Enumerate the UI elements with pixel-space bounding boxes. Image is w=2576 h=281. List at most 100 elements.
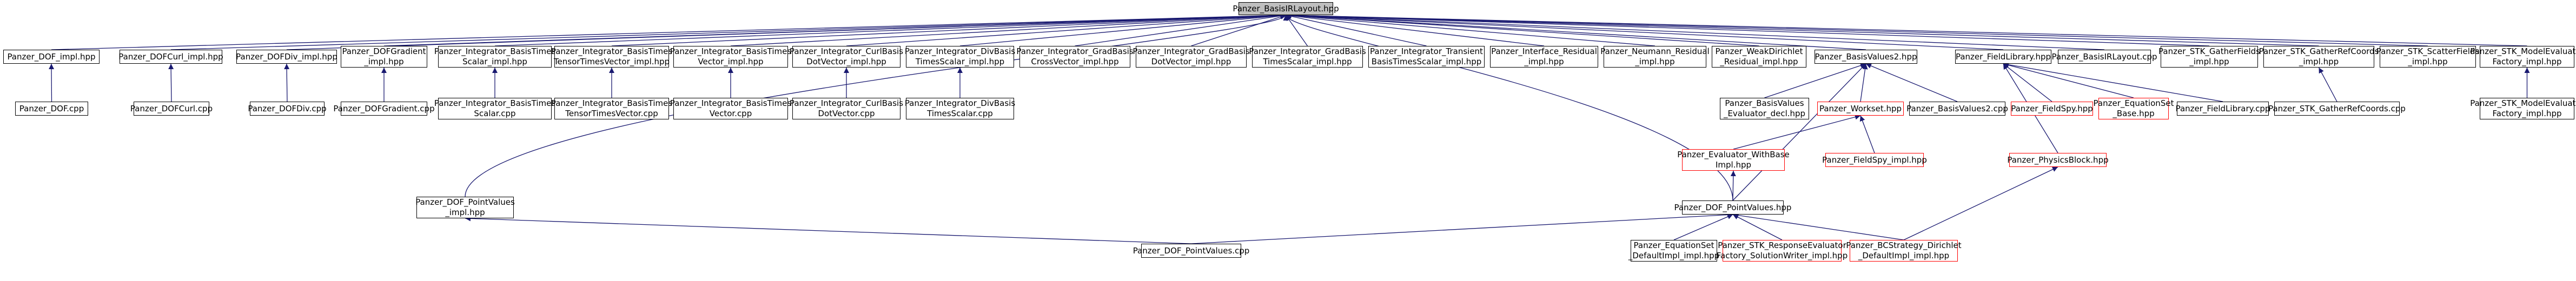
node-dof-impl[interactable]: Panzer_DOF_impl.hpp bbox=[3, 50, 100, 64]
node-label: Panzer_Integrator_Transient bbox=[1370, 46, 1483, 56]
node-bc-dirichlet[interactable]: Panzer_BCStrategy_Dirichlet_DefaultImpl_… bbox=[1846, 240, 1962, 262]
node-root[interactable]: Panzer_BasisIRLayout.hpp bbox=[1233, 2, 1339, 15]
node-fieldlib-cpp[interactable]: Panzer_FieldLibrary.cpp bbox=[2175, 102, 2270, 116]
node-dof-pv-cpp[interactable]: Panzer_DOF_PointValues.cpp bbox=[1133, 244, 1249, 258]
node-fieldspy-hpp[interactable]: Panzer_FieldSpy.hpp bbox=[2011, 102, 2093, 116]
node-label: Panzer_Integrator_GradBasis bbox=[1249, 46, 1366, 56]
node-bv2-cpp[interactable]: Panzer_BasisValues2.cpp bbox=[1906, 102, 2008, 116]
node-label: DotVector_impl.hpp bbox=[1151, 57, 1231, 66]
node-label: Panzer_Integrator_CurlBasis bbox=[789, 98, 904, 108]
node-label: Impl.hpp bbox=[1715, 160, 1752, 170]
node-stk-gather-impl[interactable]: Panzer_STK_GatherFields_impl.hpp bbox=[2158, 46, 2260, 68]
node-label: Panzer_DOF_impl.hpp bbox=[7, 51, 96, 62]
edge-dof_pv_hpp-to-root bbox=[1283, 15, 1733, 201]
node-dof-pv-impl[interactable]: Panzer_DOF_PointValues_impl.hpp bbox=[415, 197, 515, 218]
node-label: Panzer_DOF_PointValues.cpp bbox=[1133, 245, 1250, 256]
node-label: TimesScalar.cpp bbox=[927, 109, 993, 118]
edge-weakdir_impl-to-root bbox=[1286, 12, 1759, 46]
node-label: Factory_impl.hpp bbox=[2492, 109, 2562, 118]
node-interface-impl[interactable]: Panzer_Interface_Residual_impl.hpp bbox=[1490, 46, 1598, 68]
node-root-cpp[interactable]: Panzer_BasisIRLayout.cpp bbox=[2052, 50, 2157, 64]
node-label: Panzer_DOF.cpp bbox=[19, 103, 84, 113]
node-bv2-hpp[interactable]: Panzer_BasisValues2.hpp bbox=[1815, 50, 1917, 64]
node-eqset-base[interactable]: Panzer_EquationSet_Base.hpp bbox=[2094, 98, 2174, 119]
edge-eval_withbase-to-workset_hpp bbox=[1733, 114, 1861, 150]
node-neumann-impl[interactable]: Panzer_Neumann_Residual_impl.hpp bbox=[1600, 46, 1710, 68]
node-dofcurl-impl[interactable]: Panzer_DOFCurl_impl.hpp bbox=[118, 50, 223, 64]
edge-ibt_vector_impl-to-root bbox=[730, 12, 1286, 46]
node-label: _impl.hpp bbox=[445, 208, 485, 217]
edge-neumann_impl-to-root bbox=[1286, 12, 1655, 46]
node-label: Factory_SolutionWriter_impl.hpp bbox=[1716, 251, 1848, 260]
node-label: Factory_impl.hpp bbox=[2492, 57, 2562, 66]
node-dof-pv-hpp[interactable]: Panzer_DOF_PointValues.hpp bbox=[1674, 200, 1791, 215]
edge-dof_pv_hpp-to-bv2_hpp bbox=[1732, 63, 1866, 201]
node-eqset-default[interactable]: Panzer_EquationSet_DefaultImpl_impl.hpp bbox=[1628, 240, 1719, 262]
node-label: Panzer_FieldLibrary.hpp bbox=[1955, 51, 2051, 62]
node-label: TimesScalar_impl.hpp bbox=[915, 57, 1005, 66]
node-label: _Residual_impl.hpp bbox=[1720, 57, 1798, 66]
node-dofgrad-impl[interactable]: Panzer_DOFGradient_impl.hpp bbox=[341, 46, 427, 68]
node-label: Panzer_DOFCurl_impl.hpp bbox=[118, 51, 223, 62]
node-label: _impl.hpp bbox=[2189, 57, 2229, 66]
node-label: Panzer_Interface_Residual bbox=[1491, 46, 1597, 56]
node-label: _impl.hpp bbox=[2408, 57, 2448, 66]
edge-dof_cpp-to-dof_impl bbox=[49, 63, 55, 102]
node-fieldspy-impl[interactable]: Panzer_FieldSpy_impl.hpp bbox=[1822, 153, 1927, 167]
edge-stk_gatherref_impl-to-root bbox=[1286, 12, 2319, 46]
node-label: Panzer_Integrator_BasisTimes bbox=[551, 46, 673, 56]
node-label: Panzer_Integrator_GradBasis bbox=[1133, 46, 1250, 56]
node-bv-decl[interactable]: Panzer_BasisValues_Evaluator_decl.hpp bbox=[1720, 98, 1809, 119]
node-workset-hpp[interactable]: Panzer_Workset.hpp bbox=[1817, 102, 1904, 116]
node-stk-scatter-impl[interactable]: Panzer_STK_ScatterFields_impl.hpp bbox=[2376, 46, 2479, 68]
edge-stk_gather_impl-to-root bbox=[1286, 12, 2210, 46]
edge-bv2_hpp-to-root bbox=[1286, 12, 1866, 50]
node-physblock-hpp[interactable]: Panzer_PhysicsBlock.hpp bbox=[2007, 153, 2109, 167]
node-dofdiv-cpp[interactable]: Panzer_DOFDiv.cpp bbox=[248, 102, 327, 116]
node-label: Panzer_DOFCurl.cpp bbox=[130, 103, 213, 113]
node-label: Panzer_STK_ModelEvaluator bbox=[2470, 98, 2576, 108]
node-dofdiv-impl[interactable]: Panzer_DOFDiv_impl.hpp bbox=[236, 50, 337, 64]
edge-bv2_cpp-to-bv2_hpp bbox=[1865, 63, 1958, 102]
edge-stk_scatter_impl-to-root bbox=[1286, 12, 2428, 46]
node-label: Panzer_Integrator_CurlBasis bbox=[789, 46, 904, 56]
node-weakdir-impl[interactable]: Panzer_WeakDirichlet_Residual_impl.hpp bbox=[1712, 46, 1806, 68]
node-dofcurl-cpp[interactable]: Panzer_DOFCurl.cpp bbox=[130, 102, 213, 116]
node-stk-gatherref-impl[interactable]: Panzer_STK_GatherRefCoords_impl.hpp bbox=[2259, 46, 2379, 68]
node-label: Panzer_Integrator_DivBasis bbox=[904, 46, 1016, 56]
edge-dofcurl_impl-to-root bbox=[170, 12, 1286, 50]
node-label: _impl.hpp bbox=[2299, 57, 2339, 66]
node-fieldlib-hpp[interactable]: Panzer_FieldLibrary.hpp bbox=[1955, 50, 2051, 64]
edge-bv_decl-to-bv2_hpp bbox=[1764, 63, 1866, 98]
node-label: _DefaultImpl_impl.hpp bbox=[1858, 251, 1950, 260]
node-label: Panzer_DOFGradient bbox=[342, 46, 426, 56]
edge-fieldlib_hpp-to-root bbox=[1286, 12, 2004, 50]
node-stk-gatherref-cpp[interactable]: Panzer_STK_GatherRefCoords.cpp bbox=[2268, 102, 2406, 116]
node-label: Panzer_FieldLibrary.cpp bbox=[2175, 103, 2270, 113]
node-label: Panzer_BCStrategy_Dirichlet bbox=[1846, 240, 1962, 250]
node-dofgrad-cpp[interactable]: Panzer_DOFGradient.cpp bbox=[333, 102, 435, 116]
edge-igrad_cross_impl-to-root bbox=[1075, 13, 1286, 46]
edge-bc_dirichlet-to-physblock_hpp bbox=[1903, 166, 2058, 240]
node-dof-cpp[interactable]: Panzer_DOF.cpp bbox=[15, 102, 88, 116]
node-label: Panzer_STK_GatherFields bbox=[2158, 46, 2260, 56]
node-label: TensorTimesVector_impl.hpp bbox=[553, 57, 670, 66]
